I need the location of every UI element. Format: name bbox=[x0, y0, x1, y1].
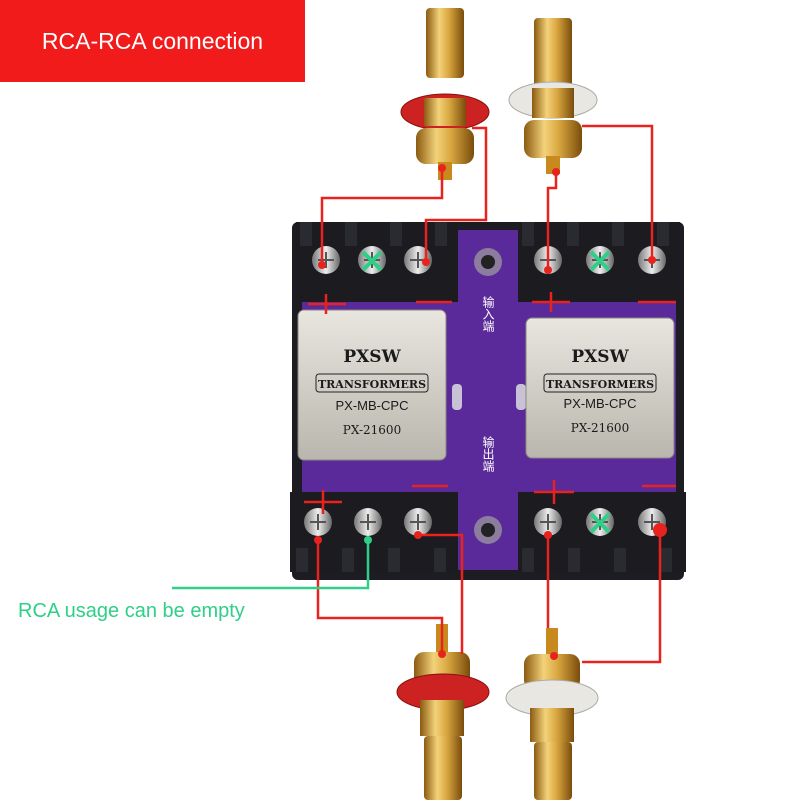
module-type: TRANSFORMERS bbox=[318, 378, 426, 391]
empty-rca-pointer-dot bbox=[364, 536, 372, 544]
module-model: PX-MB-CPC bbox=[564, 396, 637, 411]
rca-jack-bottom-red bbox=[396, 624, 490, 800]
input-label: 输入端 bbox=[481, 295, 495, 333]
rca-jack-top-red bbox=[400, 8, 490, 180]
red-wiring bbox=[304, 124, 676, 664]
usage-note: RCA usage can be empty bbox=[18, 600, 245, 623]
module-part: PX-21600 bbox=[571, 421, 629, 435]
module-part: PX-21600 bbox=[343, 423, 401, 437]
module-brand: PXSW bbox=[571, 347, 629, 367]
transformer-module-right: PXSW TRANSFORMERS PX-MB-CPC PX-21600 bbox=[525, 317, 675, 459]
module-type: TRANSFORMERS bbox=[546, 378, 654, 391]
module-brand: PXSW bbox=[343, 347, 401, 367]
usage-note-text: RCA usage can be empty bbox=[18, 600, 245, 622]
title-banner: RCA-RCA connection bbox=[0, 0, 305, 82]
rca-jack-top-white bbox=[508, 18, 598, 174]
transformer-module-left: PXSW TRANSFORMERS PX-MB-CPC PX-21600 bbox=[297, 309, 447, 461]
output-label: 输出端 bbox=[481, 435, 495, 473]
module-model: PX-MB-CPC bbox=[336, 398, 409, 413]
unused-terminal-marks bbox=[361, 250, 611, 534]
wire-endpoints bbox=[314, 164, 667, 660]
rca-jack-bottom-white bbox=[505, 628, 599, 800]
empty-rca-pointer-line bbox=[172, 540, 370, 590]
banner-title: RCA-RCA connection bbox=[41, 27, 264, 54]
